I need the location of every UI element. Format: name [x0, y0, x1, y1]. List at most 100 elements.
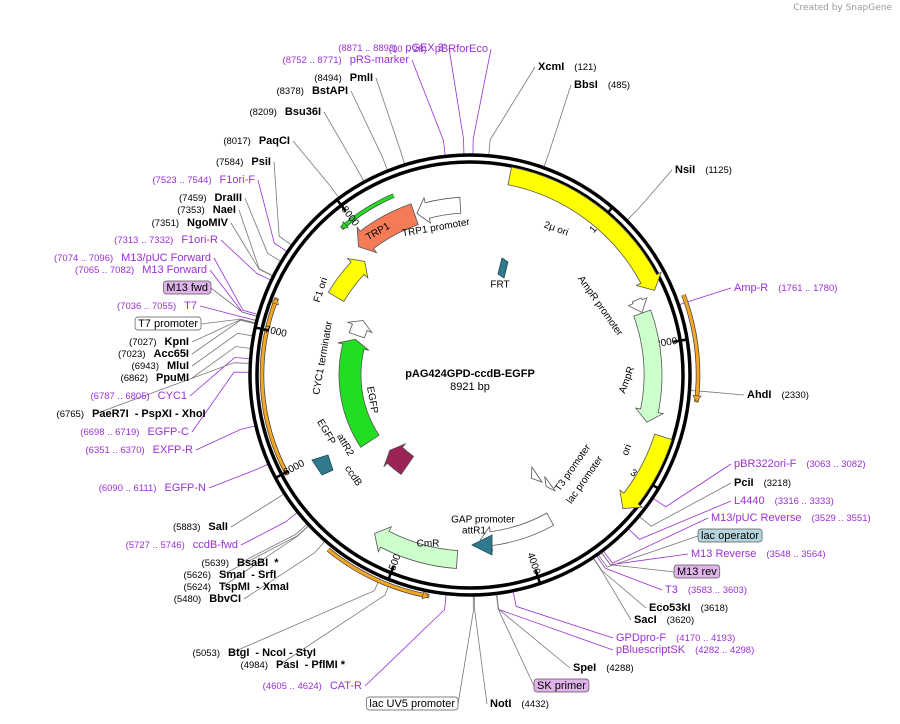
label-paqci[interactable]: PaqCI (8017): [223, 135, 290, 147]
label-m13-fwd[interactable]: M13 fwd: [163, 280, 212, 295]
label-nsii[interactable]: NsiI(1125): [675, 164, 732, 176]
label-f1ori-f[interactable]: F1ori-F(7523 .. 7544): [152, 174, 255, 186]
label-prs-marker[interactable]: pRS-marker(8752 .. 8771): [283, 54, 410, 66]
leader-paer7i: [94, 362, 250, 415]
feature-gap-promoter[interactable]: [479, 512, 555, 552]
label-name: BbsI: [574, 79, 598, 91]
label-name: pGEX 3': [405, 42, 446, 54]
label-pbluescriptsk[interactable]: pBluescriptSK(4282 .. 4298): [616, 644, 754, 656]
label-gpdpro-f[interactable]: GPDpro-F(4170 .. 4193): [616, 632, 735, 644]
label-tspmi[interactable]: TspMI(5624)- XmaI: [184, 581, 289, 593]
label-sk-primer[interactable]: SK primer: [533, 678, 590, 693]
label-position: (8017): [223, 136, 250, 147]
tick-7000: [255, 326, 270, 332]
leader-paqci: [292, 140, 339, 198]
feature-lac-promoter[interactable]: [530, 465, 543, 483]
label-paer7i[interactable]: PaeR7I(6765)- PspXI - XhoI: [57, 408, 206, 420]
label-bbvci[interactable]: BbvCI(5480): [174, 593, 241, 605]
label-ahdi[interactable]: AhdI(2330): [747, 389, 809, 401]
label-saci[interactable]: SacI(3620): [634, 614, 694, 626]
label-t3[interactable]: T3(3583 .. 3603): [665, 584, 747, 596]
label-bbsi[interactable]: BbsI(485): [574, 79, 630, 91]
label-name: T7: [184, 300, 197, 312]
label-bstapi[interactable]: BstAPI(8378): [276, 85, 348, 97]
plasmid-name: pAG424GPD-ccdB-EGFP: [405, 368, 535, 380]
label-noti[interactable]: NotI(4432): [490, 698, 549, 710]
feature-2-ori[interactable]: [507, 166, 662, 291]
label-bsabi[interactable]: BsaBI(5639)*: [202, 557, 280, 569]
label-m13-rev[interactable]: M13 rev: [673, 564, 721, 579]
label-m13-puc-reverse[interactable]: M13/pUC Reverse(3529 .. 3551): [711, 512, 871, 524]
label-smai[interactable]: SmaI(5626)- SrfI: [184, 569, 277, 581]
label-pmli[interactable]: PmlI(8494): [314, 72, 373, 84]
label-xcmi[interactable]: XcmI(121): [538, 61, 596, 73]
label-m13-reverse[interactable]: M13 Reverse(3548 .. 3564): [691, 548, 826, 560]
feature-trp1-promoter[interactable]: [416, 196, 462, 224]
label-m13-puc-forward[interactable]: M13/pUC Forward(7074 .. 7096): [54, 252, 211, 264]
leader-psii: [273, 161, 292, 246]
label-egfp-n[interactable]: EGFP-N(6090 .. 6111): [99, 482, 206, 494]
label-extra-sites: - PspXI - XhoI: [135, 408, 206, 420]
label-egfp-c[interactable]: EGFP-C(6698 .. 6719): [80, 426, 189, 438]
label-extra-sites: *: [274, 557, 279, 569]
leader-m13-puc-forward: [213, 257, 258, 315]
label-lac-uv5-promoter[interactable]: lac UV5 promoter: [366, 696, 459, 711]
label-draiii[interactable]: DraIII(7459): [179, 192, 242, 204]
label-ppumi[interactable]: PpuMI(6862): [121, 372, 189, 384]
label-position: (3583 .. 3603): [688, 585, 747, 596]
label-psii[interactable]: PsiI(7584): [216, 156, 271, 168]
feature-ccdb[interactable]: [383, 443, 415, 476]
label-exfp-r[interactable]: EXFP-R(6351 .. 6370): [86, 444, 194, 456]
label-name: EXFP-R: [153, 444, 193, 456]
leader-prs-marker: [411, 59, 446, 156]
label-f1ori-r[interactable]: F1ori-R(7313 .. 7332): [114, 234, 218, 246]
feature-ampr-promoter[interactable]: [627, 296, 648, 314]
label-t7[interactable]: T7(7036 .. 7055): [117, 300, 197, 312]
label-extra-sites: - SrfI: [251, 569, 276, 581]
label-pbrforeco[interactable]: pBRforEco(10 .. 28): [389, 43, 488, 55]
leader-t7: [199, 305, 256, 321]
label-position: (7023): [118, 349, 145, 360]
label-pasi[interactable]: PasI(4984)- PflMI *: [241, 659, 346, 671]
label-spei[interactable]: SpeI(4288): [573, 662, 634, 674]
label-name: PaqCI: [259, 135, 290, 147]
label-lac-operator[interactable]: lac operator: [697, 528, 763, 543]
plasmid-length: 8921 bp: [450, 381, 490, 393]
label-sali[interactable]: SalI(5883): [173, 521, 228, 533]
label-t7-promoter[interactable]: T7 promoter: [134, 316, 202, 331]
label-acc65i[interactable]: Acc65I(7023): [118, 348, 189, 360]
feature-ampr[interactable]: [633, 309, 665, 423]
label-name: AhdI: [747, 389, 771, 401]
label-eco53ki[interactable]: Eco53kI(3618): [649, 602, 728, 614]
label-naei[interactable]: NaeI(7353): [177, 204, 236, 216]
label-ccdb-fwd[interactable]: ccdB-fwd(5727 .. 5746): [126, 539, 238, 551]
feature-label-ampr-promoter: AmpR promoter: [575, 274, 625, 339]
label-kpni[interactable]: KpnI(7027): [129, 336, 189, 348]
label-pcii[interactable]: PciI(3218): [734, 477, 791, 489]
label-m13-forward[interactable]: M13 Forward(7065 .. 7082): [75, 264, 207, 276]
label-ngomiv[interactable]: NgoMIV(7351): [152, 217, 229, 229]
label-bsu36i[interactable]: Bsu36I(8209): [249, 106, 321, 118]
feature-cyc1-terminator[interactable]: [346, 320, 373, 339]
feature-trp1[interactable]: [356, 203, 419, 254]
label-amp-r[interactable]: Amp-R(1761 .. 1780): [734, 282, 837, 294]
feature-ori[interactable]: [619, 433, 673, 510]
label-cyc1[interactable]: CYC1(6787 .. 6805): [91, 390, 188, 402]
feature-f1-ori[interactable]: [327, 257, 369, 303]
leader-pbr322ori-f: [653, 463, 732, 508]
feature-egfp[interactable]: [337, 338, 380, 448]
label-name: PasI: [276, 659, 299, 671]
arc-head-3: [341, 220, 349, 229]
site-labels: XcmI(121) BbsI(485) NsiI(1125) Amp-R(1761 .…: [54, 42, 871, 711]
label-cat-r[interactable]: CAT-R(4605 .. 4624): [263, 680, 362, 692]
label-pbr322ori-f[interactable]: pBR322ori-F(3063 .. 3082): [734, 458, 866, 470]
leader-sk-primer: [496, 594, 535, 687]
label-mlui[interactable]: MluI(6943): [132, 360, 189, 372]
label-l4440[interactable]: L4440(3316 .. 3333): [734, 495, 834, 507]
leader-mlui: [191, 332, 253, 367]
feature-t3-promoter[interactable]: [544, 476, 556, 492]
feature-cmr[interactable]: [374, 526, 459, 569]
label-name: M13/pUC Forward: [121, 252, 211, 264]
label-btgi[interactable]: BtgI(5053)- NcoI - StyI: [193, 647, 316, 659]
label-pgex-3[interactable]: pGEX 3'(8871 .. 8893): [338, 42, 446, 54]
